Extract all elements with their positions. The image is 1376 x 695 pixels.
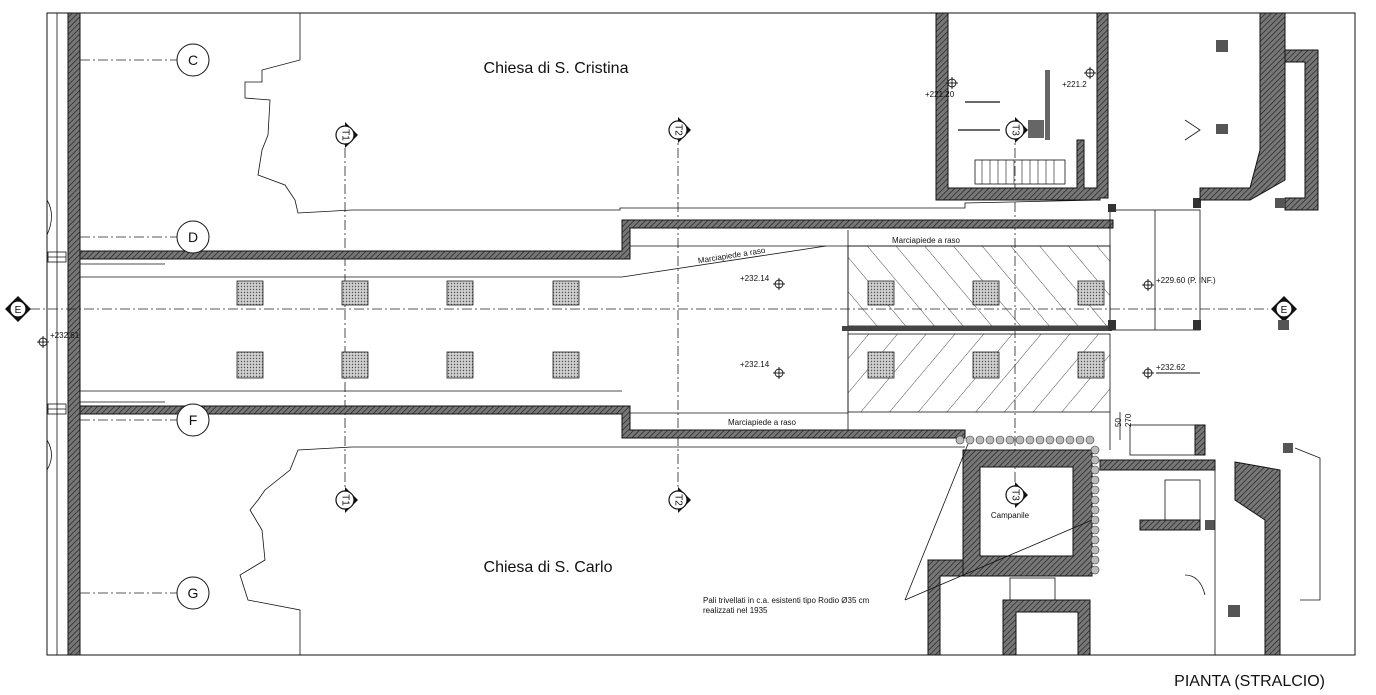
elevation-right-lower: +232.62 [1156,363,1186,372]
piles-row [955,435,1100,575]
section-marker-e-right: E [1271,296,1297,330]
svg-text:E: E [1281,305,1288,316]
section-marker-t2-top: T2 [668,117,691,143]
church-north-label: Chiesa di S. Cristina [484,60,629,77]
grid-bubbles: C D F G [176,43,210,610]
hatched-slab [842,198,1201,413]
piles-leader-b [904,519,1093,601]
elevation-markers [37,67,1200,379]
left-boundary-wall [46,12,81,656]
piles-leader-a [904,443,969,601]
elevation-lower: +232.14 [740,360,770,369]
campanile-structure [927,412,1321,656]
section-marker-t3-top: T3 [1005,117,1028,143]
svg-text:T2: T2 [672,124,683,136]
grid-bubble-f [176,403,210,437]
elevation-upper: +232.14 [740,274,770,283]
section-marker-t2-bottom: T2 [668,487,691,513]
svg-text:T3: T3 [1009,489,1020,501]
elevation-building-a: +221.20 [925,90,955,99]
grid-bubble-d [176,220,210,254]
church-north-outline [244,13,1101,214]
section-marker-t1-top: T1 [335,122,358,148]
campanile-label: Campanile [991,511,1030,520]
church-south-label: Chiesa di S. Carlo [484,559,613,576]
svg-text:T2: T2 [672,494,683,506]
sidewalk-label-top-left: Marciapiede a raso [697,246,766,266]
svg-text:E: E [15,305,22,316]
church-south-outline [239,446,965,655]
sidewalk-label-bottom: Marciapiede a raso [728,418,797,427]
elevation-right-upper: +229.60 (P. INF.) [1156,276,1216,285]
svg-text:T3: T3 [1009,124,1020,136]
piles-note-line2: realizzati nel 1935 [703,606,768,615]
section-marker-t1-bottom: T1 [335,487,358,513]
elevation-left: +232.61 [50,331,80,340]
grid-label-c: C [188,52,198,68]
svg-text:T1: T1 [339,494,350,506]
dimension-b: 270 [1124,413,1133,427]
dimension-a: 50 [1114,418,1123,427]
grid-label-f: F [189,412,198,428]
section-marker-t3-bottom: T3 [1005,482,1028,508]
sidewalk-label-top-right: Marciapiede a raso [892,236,961,245]
section-marker-e-left: E [5,296,31,322]
svg-text:T1: T1 [339,129,350,141]
piers [236,280,1105,379]
elevation-building-b: +221.2 [1062,80,1087,89]
piles-note-line1: Pali trivellati in c.a. esistenti tipo R… [703,596,870,605]
building-north-east [935,12,1319,211]
grid-label-g: G [188,585,199,601]
drawing-frame [46,12,1356,656]
drawing-title: PIANTA (STRALCIO) [1174,673,1325,690]
grid-bubble-g [176,576,210,610]
grid-bubble-c [176,43,210,77]
grid-label-d: D [188,229,198,245]
